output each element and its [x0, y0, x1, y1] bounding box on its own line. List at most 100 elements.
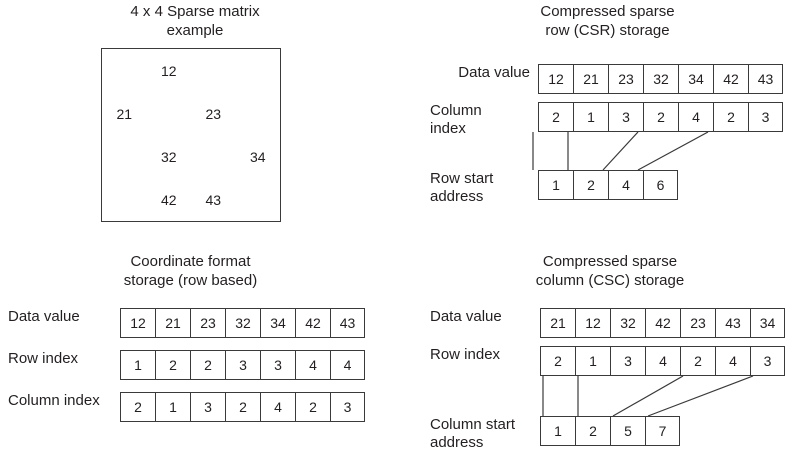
coord-row-index-cell: 3: [225, 350, 260, 380]
csc-row-index-cell: 1: [575, 346, 610, 376]
matrix-empty-cell: [236, 92, 281, 135]
csc-row-index-cell: 4: [715, 346, 750, 376]
matrix-empty-cell: [236, 49, 281, 92]
csc-column-start-label: Column start address: [430, 416, 516, 451]
coord-row-index-cell: 4: [330, 350, 365, 380]
coord-column-index-cell: 2: [225, 392, 260, 422]
csr-data-value-cell: 42: [713, 64, 748, 94]
coord-data-value-cell: 12: [120, 308, 155, 338]
csc-data-value-cell: 12: [575, 308, 610, 338]
csr-row-start-cell: 1: [538, 170, 573, 200]
csc-row-index-cell: 3: [750, 346, 785, 376]
matrix-empty-cell: [236, 178, 281, 221]
coord-data-value-cell: 23: [190, 308, 225, 338]
csr-column-index-cell: 2: [538, 102, 573, 132]
matrix-title: 4 x 4 Sparse matrix example: [130, 3, 260, 39]
csr-data-value-cell: 34: [678, 64, 713, 94]
csc-connector-lines: [542, 376, 754, 417]
matrix-empty-cell: [102, 135, 147, 178]
csc-column-start-cell: 2: [575, 416, 610, 446]
matrix-value: 21: [116, 105, 133, 122]
csr-row-start-cell: 4: [608, 170, 643, 200]
csc-row-index-cell: 2: [680, 346, 715, 376]
csr-column-index-cell: 4: [678, 102, 713, 132]
coord-row-index-cell: 2: [155, 350, 190, 380]
coord-column-index-label: Column index: [8, 392, 100, 409]
matrix-value: 34: [249, 148, 266, 165]
csc-row-index-cell: 4: [645, 346, 680, 376]
coord-data-value-cell: 42: [295, 308, 330, 338]
coord-row-index-cell: 3: [260, 350, 295, 380]
matrix-empty-cell: [191, 135, 236, 178]
coord-column-index-cell: 3: [190, 392, 225, 422]
coord-column-index-cell: 1: [155, 392, 190, 422]
csr-column-index-cell: 2: [713, 102, 748, 132]
csc-data-value-cell: 23: [680, 308, 715, 338]
coord-data-value-cell: 32: [225, 308, 260, 338]
matrix-empty-cell: [147, 92, 192, 135]
csr-data-value-cell: 12: [538, 64, 573, 94]
csc-panel: Compressed sparse column (CSC) storage D…: [430, 252, 800, 451]
csc-title: Compressed sparse column (CSC) storage: [535, 253, 685, 289]
coord-row-index-label: Row index: [8, 350, 79, 367]
csr-row-start-cell: 6: [643, 170, 678, 200]
matrix-empty-cell: [102, 49, 147, 92]
csr-column-index-cell: 3: [608, 102, 643, 132]
csr-column-index-cell: 3: [748, 102, 783, 132]
coordinate-title: Coordinate format storage (row based): [123, 253, 258, 289]
matrix-value: 42: [160, 191, 177, 208]
csc-data-value-label: Data value: [430, 308, 502, 325]
csr-panel: Compressed sparse row (CSR) storage Data…: [430, 2, 790, 205]
csr-data-value-cell: 32: [643, 64, 678, 94]
csr-data-value-label: Data value: [458, 64, 530, 81]
csr-connector-lines: [532, 132, 709, 171]
csc-row-index-cell: 2: [540, 346, 575, 376]
csc-data-value-cell: 21: [540, 308, 575, 338]
matrix-value: 12: [160, 62, 177, 79]
csc-column-start-cell: 5: [610, 416, 645, 446]
coord-column-index-cell: 2: [295, 392, 330, 422]
matrix-value: 32: [160, 148, 177, 165]
coord-data-value-label: Data value: [8, 308, 80, 325]
coord-row-index-cell: 4: [295, 350, 330, 380]
csc-row-index-label: Row index: [430, 346, 501, 363]
coord-row-index-cell: 2: [190, 350, 225, 380]
coord-column-index-cell: 3: [330, 392, 365, 422]
coord-data-value-cell: 34: [260, 308, 295, 338]
csr-column-index-label: Column index: [430, 102, 482, 137]
csc-data-value-cell: 32: [610, 308, 645, 338]
csr-title: Compressed sparse row (CSR) storage: [540, 3, 675, 39]
csc-data-value-cell: 43: [715, 308, 750, 338]
csr-row-start-cell: 2: [573, 170, 608, 200]
matrix-empty-cell: [191, 49, 236, 92]
matrix-empty-cell: [102, 178, 147, 221]
coord-data-value-cell: 21: [155, 308, 190, 338]
coord-row-index-cell: 1: [120, 350, 155, 380]
csr-data-value-cell: 23: [608, 64, 643, 94]
coord-column-index-cell: 4: [260, 392, 295, 422]
coordinate-panel: Coordinate format storage (row based) Da…: [8, 252, 388, 422]
csc-data-value-cell: 42: [645, 308, 680, 338]
csc-column-start-cell: 7: [645, 416, 680, 446]
matrix-value: 43: [205, 191, 222, 208]
coord-data-value-cell: 43: [330, 308, 365, 338]
csc-data-value-cell: 34: [750, 308, 785, 338]
